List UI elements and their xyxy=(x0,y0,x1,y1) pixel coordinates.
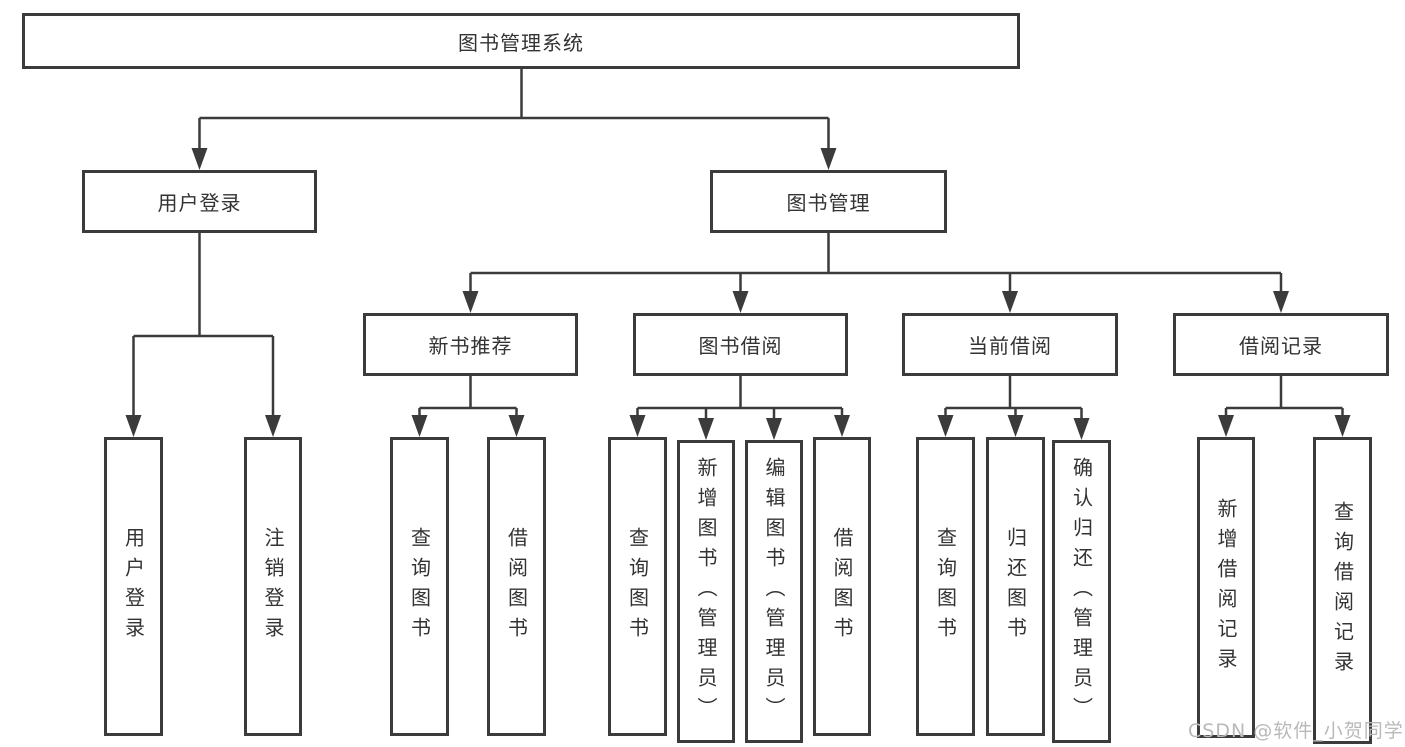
leaf-label: 新增借阅记录 xyxy=(1214,497,1238,678)
leaf-add-books-admin: 新增图书（管理员） xyxy=(677,440,735,743)
arrowhead xyxy=(698,418,714,440)
node-book-borrowing: 图书借阅 xyxy=(633,313,848,376)
leaf-label: 确认归还（管理员） xyxy=(1069,456,1094,727)
arrowhead xyxy=(265,415,281,437)
connector-current-borrow-to-leaves xyxy=(937,376,1090,440)
arrowhead xyxy=(1273,291,1289,313)
arrowhead xyxy=(508,415,525,437)
leaf-logout: 注销登录 xyxy=(244,437,302,736)
leaf-label: 查询图书 xyxy=(625,526,650,647)
leaf-label: 查询图书 xyxy=(933,526,958,647)
leaf-label: 注销登录 xyxy=(261,526,285,647)
leaf-add-borrow-record: 新增借阅记录 xyxy=(1197,437,1255,738)
arrowhead xyxy=(191,148,208,170)
arrowhead xyxy=(125,415,142,437)
connector-borrow-records-to-leaves xyxy=(1218,376,1351,437)
node-current-borrowing: 当前借阅 xyxy=(902,313,1118,376)
arrowhead xyxy=(462,291,479,313)
leaf-label: 归还图书 xyxy=(1003,526,1028,647)
leaf-query-books-current: 查询图书 xyxy=(916,437,975,736)
arrowhead xyxy=(1007,415,1024,437)
arrowhead xyxy=(820,148,837,170)
connector-book-mgmt-to-level3 xyxy=(462,233,1289,313)
csdn-watermark: CSDN @软件_小贺同学 xyxy=(1188,720,1404,742)
leaf-borrow-books: 借阅图书 xyxy=(813,437,871,736)
leaf-label: 借阅图书 xyxy=(504,526,529,647)
arrowhead xyxy=(937,415,954,437)
leaf-borrow-books-newbooks: 借阅图书 xyxy=(487,437,546,736)
arrowhead xyxy=(1218,415,1234,437)
leaf-label: 编辑图书（管理员） xyxy=(762,456,786,727)
leaf-query-books-borrow: 查询图书 xyxy=(608,437,667,736)
connector-new-books-to-leaves xyxy=(411,376,525,437)
leaf-label: 查询图书 xyxy=(407,526,432,647)
leaf-label: 用户登录 xyxy=(121,526,146,647)
arrowhead xyxy=(1334,415,1351,437)
connector-book-borrow-to-leaves xyxy=(629,376,850,440)
arrowhead xyxy=(411,415,428,437)
connector-root-to-level2 xyxy=(191,69,837,170)
leaf-query-borrow-record: 查询借阅记录 xyxy=(1313,437,1372,744)
leaf-confirm-return-admin: 确认归还（管理员） xyxy=(1052,440,1111,743)
arrowhead xyxy=(1002,291,1018,313)
leaf-label: 查询借阅记录 xyxy=(1330,500,1355,681)
node-book-management: 图书管理 xyxy=(710,170,947,233)
node-system-root: 图书管理系统 xyxy=(22,13,1020,69)
leaf-query-books-newbooks: 查询图书 xyxy=(390,437,449,736)
arrowhead xyxy=(766,418,782,440)
leaf-label: 新增图书（管理员） xyxy=(694,456,718,727)
arrowhead xyxy=(1073,418,1090,440)
leaf-user-login: 用户登录 xyxy=(104,437,163,736)
leaf-label: 借阅图书 xyxy=(830,526,854,647)
leaf-return-books: 归还图书 xyxy=(986,437,1045,736)
arrowhead xyxy=(834,415,850,437)
node-borrow-records: 借阅记录 xyxy=(1173,313,1389,376)
arrowhead xyxy=(629,415,646,437)
arrowhead xyxy=(732,291,749,313)
connector-user-login-to-leaves xyxy=(125,233,281,437)
leaf-edit-books-admin: 编辑图书（管理员） xyxy=(745,440,803,743)
node-user-login: 用户登录 xyxy=(82,170,317,233)
node-new-book-recommend: 新书推荐 xyxy=(363,313,578,376)
